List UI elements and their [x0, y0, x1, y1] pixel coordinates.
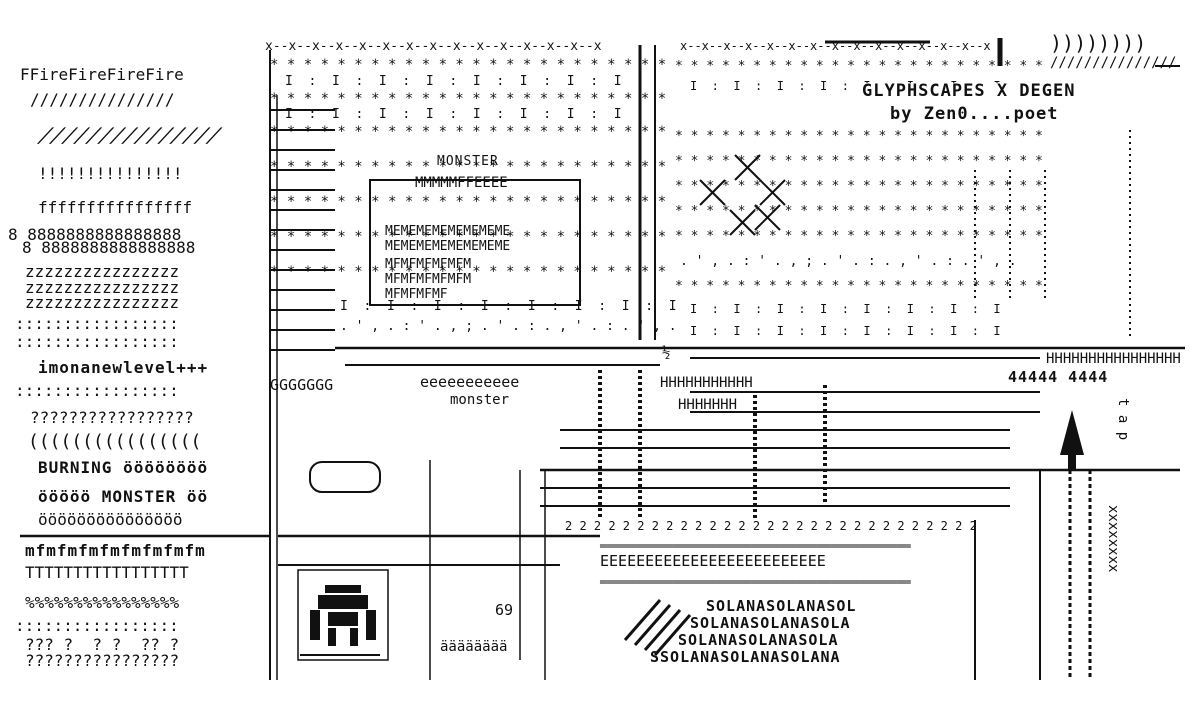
hhh-line: HHHHHHHHHHHHHHHH: [1046, 351, 1181, 367]
eights-line: 8 8888888888888888: [8, 225, 182, 244]
eee-line: eeeeeeeeeee: [420, 373, 520, 391]
page-title: GLYPHSCAPES X DEGEN: [862, 81, 1076, 101]
monster-sign: MONSTER: [437, 154, 499, 169]
solana-line: SSOLANASOLANASOLANA: [650, 648, 841, 666]
dots-row: . ' , . : ' . , ; . ' . : . , ' . : . ' …: [680, 254, 1017, 269]
parens-right: )))))))): [1050, 31, 1147, 55]
star-field-row: * * * * * * * * * * * * * * * * * * * * …: [270, 159, 667, 175]
hhh-line: HHHHHHHHHHH: [660, 375, 753, 391]
question-line: ????????????????: [25, 651, 180, 670]
eeee-line: EEEEEEEEEEEEEEEEEEEEEEEEE: [600, 552, 826, 570]
star-field-row: * * * * * * * * * * * * * * * * * * * * …: [270, 264, 667, 280]
star-field-row: * * * * * * * * * * * * * * * * * * * * …: [270, 124, 667, 140]
imonanewlevel-line: imonanewlevel+++: [38, 358, 209, 377]
mfmf-line: mfmfmfmfmfmfmfmfm: [25, 541, 206, 560]
hhh-line: HHHHHHH: [678, 397, 738, 413]
zzz-line: zzzzzzzzzzzzzzzz: [25, 278, 180, 297]
i-row: I : I : I : I : I : I : I : I: [690, 302, 1001, 316]
xdash-top-row: x--x--x--x--x--x--x--x--x--x--x--x--x--x…: [265, 39, 602, 54]
xxx-column: xxxxxxxx: [1105, 505, 1121, 573]
meme-row: MFMFMFMF: [385, 287, 448, 302]
solana-line: SOLANASOLANASOL: [706, 597, 857, 615]
star-field-row: * * * * * * * * * * * * * * * * * * * * …: [675, 279, 1043, 294]
eights-line: 8 8888888888888888: [22, 238, 196, 257]
i-row: I : I : I : I : I : I : I : I: [285, 107, 622, 122]
star-field-row: * * * * * * * * * * * * * * * * * * * * …: [270, 57, 667, 73]
meme-row: MFMFMFMFMFM: [385, 257, 472, 272]
zzz-line: zzzzzzzzzzzzzzzz: [25, 293, 180, 312]
star-field-row: * * * * * * * * * * * * * * * * * * * * …: [675, 129, 1043, 144]
question-line: ??? ? ? ? ?? ?: [25, 635, 180, 654]
meme-row: MFMFMFMFMFM: [385, 272, 472, 287]
monster-lower: monster: [450, 392, 510, 408]
parens-line: ((((((((((((((((: [28, 431, 202, 452]
star-field-row: * * * * * * * * * * * * * * * * * * * * …: [675, 179, 1043, 194]
monster-line: ööööö MONSTER öö: [38, 487, 209, 506]
i-row: I : I : I : I : I : I : I : I: [340, 299, 677, 314]
i-row: I : I : I : I : I : I : I : I: [285, 74, 622, 89]
colons-line: :::::::::::::::::: [15, 381, 179, 400]
bars-line: ════════════════════════════════════════…: [600, 575, 911, 589]
star-field-row: * * * * * * * * * * * * * * * * * * * * …: [270, 91, 667, 107]
meme-row: MEMEMEMEMEMEMEME: [385, 224, 511, 239]
star-field-row: * * * * * * * * * * * * * * * * * * * * …: [675, 204, 1043, 219]
solana-line: SOLANASOLANASOLA: [678, 631, 839, 649]
colons-line: :::::::::::::::::: [15, 314, 179, 333]
fs-line: ffffffffffffffff: [38, 198, 193, 217]
zzz-line: zzzzzzzzzzzzzzzz: [25, 262, 180, 281]
bars-line: ════════════════════════════════════════…: [600, 539, 911, 553]
question-line: ?????????????????: [30, 408, 194, 427]
fours-line: 44444 4444: [1008, 368, 1109, 386]
tees-line: TTTTTTTTTTTTTTTTT: [25, 563, 189, 582]
fire-line: FFireFireFireFire: [20, 65, 184, 84]
aaa-line: ääääääää: [440, 639, 508, 655]
star-field-row: * * * * * * * * * * * * * * * * * * * * …: [270, 194, 667, 210]
credit-line: by Zen0....poet: [890, 104, 1059, 124]
star-field-row: * * * * * * * * * * * * * * * * * * * * …: [675, 59, 1043, 74]
tap-letters: t a p: [1115, 398, 1131, 441]
burning-line: BURNING öööööööö: [38, 458, 209, 477]
star-field-row: * * * * * * * * * * * * * * * * * * * * …: [675, 229, 1043, 244]
slash-right: ///////////////: [1050, 55, 1177, 71]
i-row: I : I : I : I : I : I : I : I: [690, 324, 1001, 338]
slashes-line: ///////////////: [30, 90, 175, 109]
star-field-row: * * * * * * * * * * * * * * * * * * * * …: [270, 229, 667, 245]
meme-row: MEMEMEMEMEMEMEME: [385, 239, 511, 254]
solana-line: SOLANASOLANASOLA: [690, 614, 851, 632]
colons-line: :::::::::::::::::: [15, 332, 179, 351]
twos-line: 2 2 2 2 2 2 2 2 2 2 2 2 2 2 2 2 2 2 2 2 …: [565, 519, 977, 533]
percents-line: %%%%%%%%%%%%%%%%: [25, 593, 180, 612]
umlauts-line: ööööööööööööööö: [38, 510, 183, 529]
half-mark: ½: [662, 345, 671, 361]
gggg-line: GGGGGGG: [270, 376, 334, 394]
sixty-nine: 69: [495, 601, 514, 619]
exclaims-line: !!!!!!!!!!!!!!!: [38, 164, 183, 183]
colons-line: :::::::::::::::::: [15, 616, 179, 635]
